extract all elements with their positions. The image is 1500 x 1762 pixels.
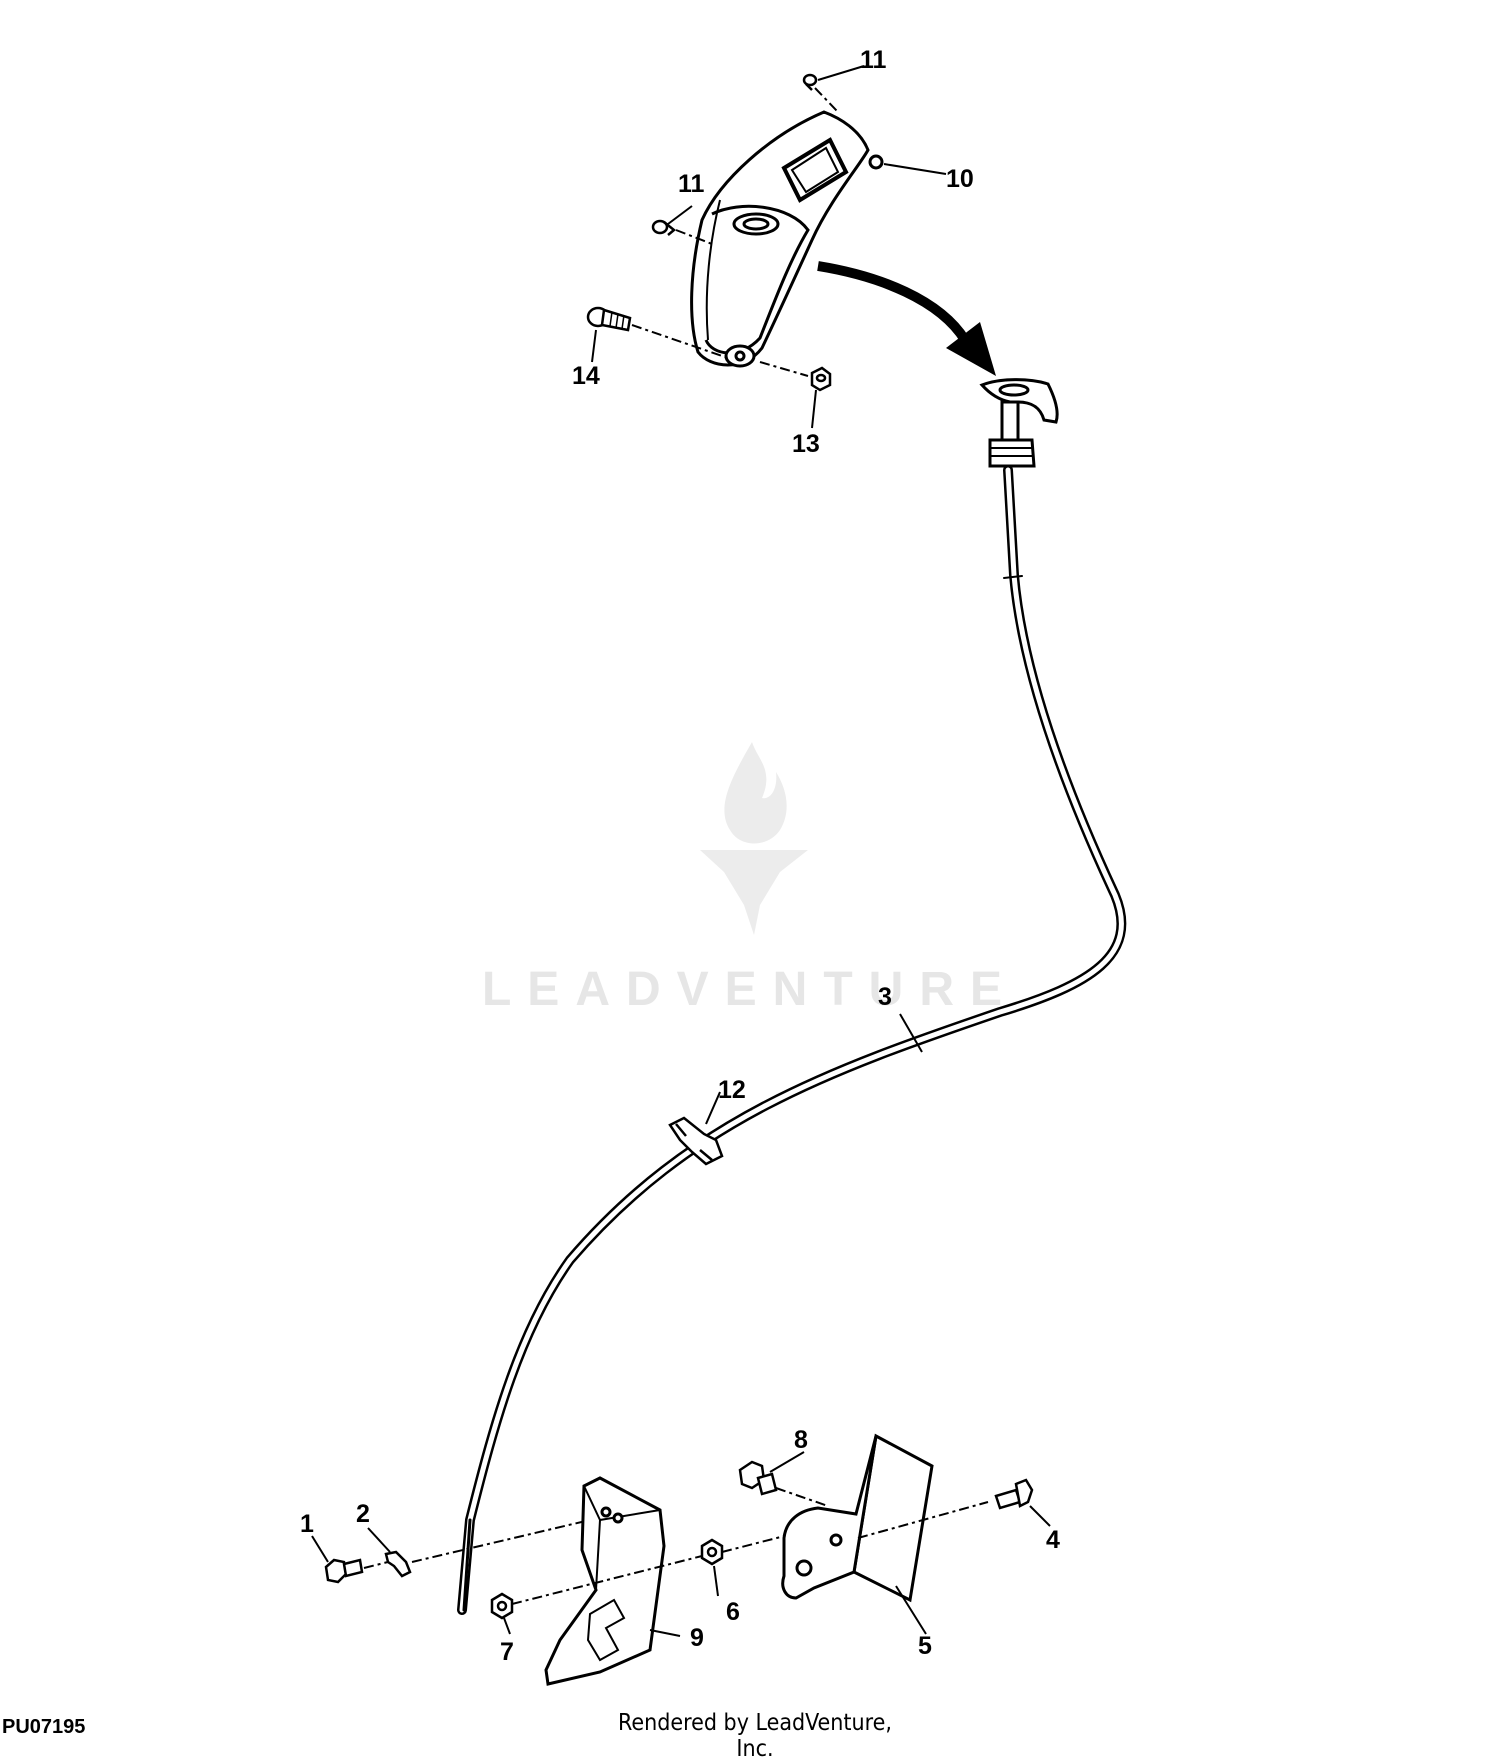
leader-11-top (814, 87, 839, 113)
leader-1 (363, 1561, 389, 1569)
watermark-text: LEADVENTURE (481, 963, 1019, 1016)
leader-14 (631, 324, 729, 359)
callout-leaders (311, 65, 1051, 1637)
bracket-5 (781, 1433, 934, 1603)
callout-13: 13 (792, 430, 820, 458)
clip-12 (668, 1116, 724, 1166)
callout-5: 5 (918, 1632, 932, 1660)
callout-4: 4 (1046, 1526, 1060, 1554)
callout-11-left: 11 (678, 170, 705, 198)
callout-3: 3 (878, 983, 892, 1011)
direction-arrow (817, 261, 996, 376)
leader-11-left (675, 229, 713, 245)
bezel-10 (690, 110, 884, 368)
leader-2 (411, 1519, 591, 1563)
leader-6 (721, 1529, 809, 1553)
bolt-4 (994, 1478, 1034, 1510)
callout-10: 10 (946, 165, 974, 193)
leader-5 (857, 1501, 989, 1539)
screw-11-left (651, 219, 676, 236)
callout-11-top: 11 (860, 46, 887, 74)
cable-3 (457, 465, 1127, 1615)
leader-7 (511, 1555, 703, 1605)
callout-7: 7 (500, 1638, 514, 1666)
render-credit: Rendered by LeadVenture, Inc. (618, 1710, 892, 1762)
bolt-14 (586, 306, 632, 332)
bolt-1 (324, 1558, 364, 1584)
callout-12: 12 (718, 1076, 746, 1104)
bracket-9 (544, 1476, 666, 1686)
watermark-logo (700, 742, 808, 935)
callout-1: 1 (300, 1510, 314, 1538)
clip-2 (384, 1550, 412, 1578)
callout-9: 9 (690, 1624, 704, 1652)
cable-knob (979, 378, 1059, 468)
screw-11-top (802, 73, 818, 91)
leader-13 (759, 361, 809, 377)
nut-13 (810, 366, 832, 392)
callout-2: 2 (356, 1500, 370, 1528)
nut-6 (700, 1538, 724, 1566)
callout-8: 8 (794, 1426, 808, 1454)
nut-7 (490, 1592, 514, 1620)
bolt-8 (738, 1460, 778, 1496)
diagram-reference-code: PU07195 (2, 1716, 86, 1738)
callout-6: 6 (726, 1598, 740, 1626)
callout-14: 14 (572, 362, 600, 390)
leader-8 (775, 1487, 829, 1507)
